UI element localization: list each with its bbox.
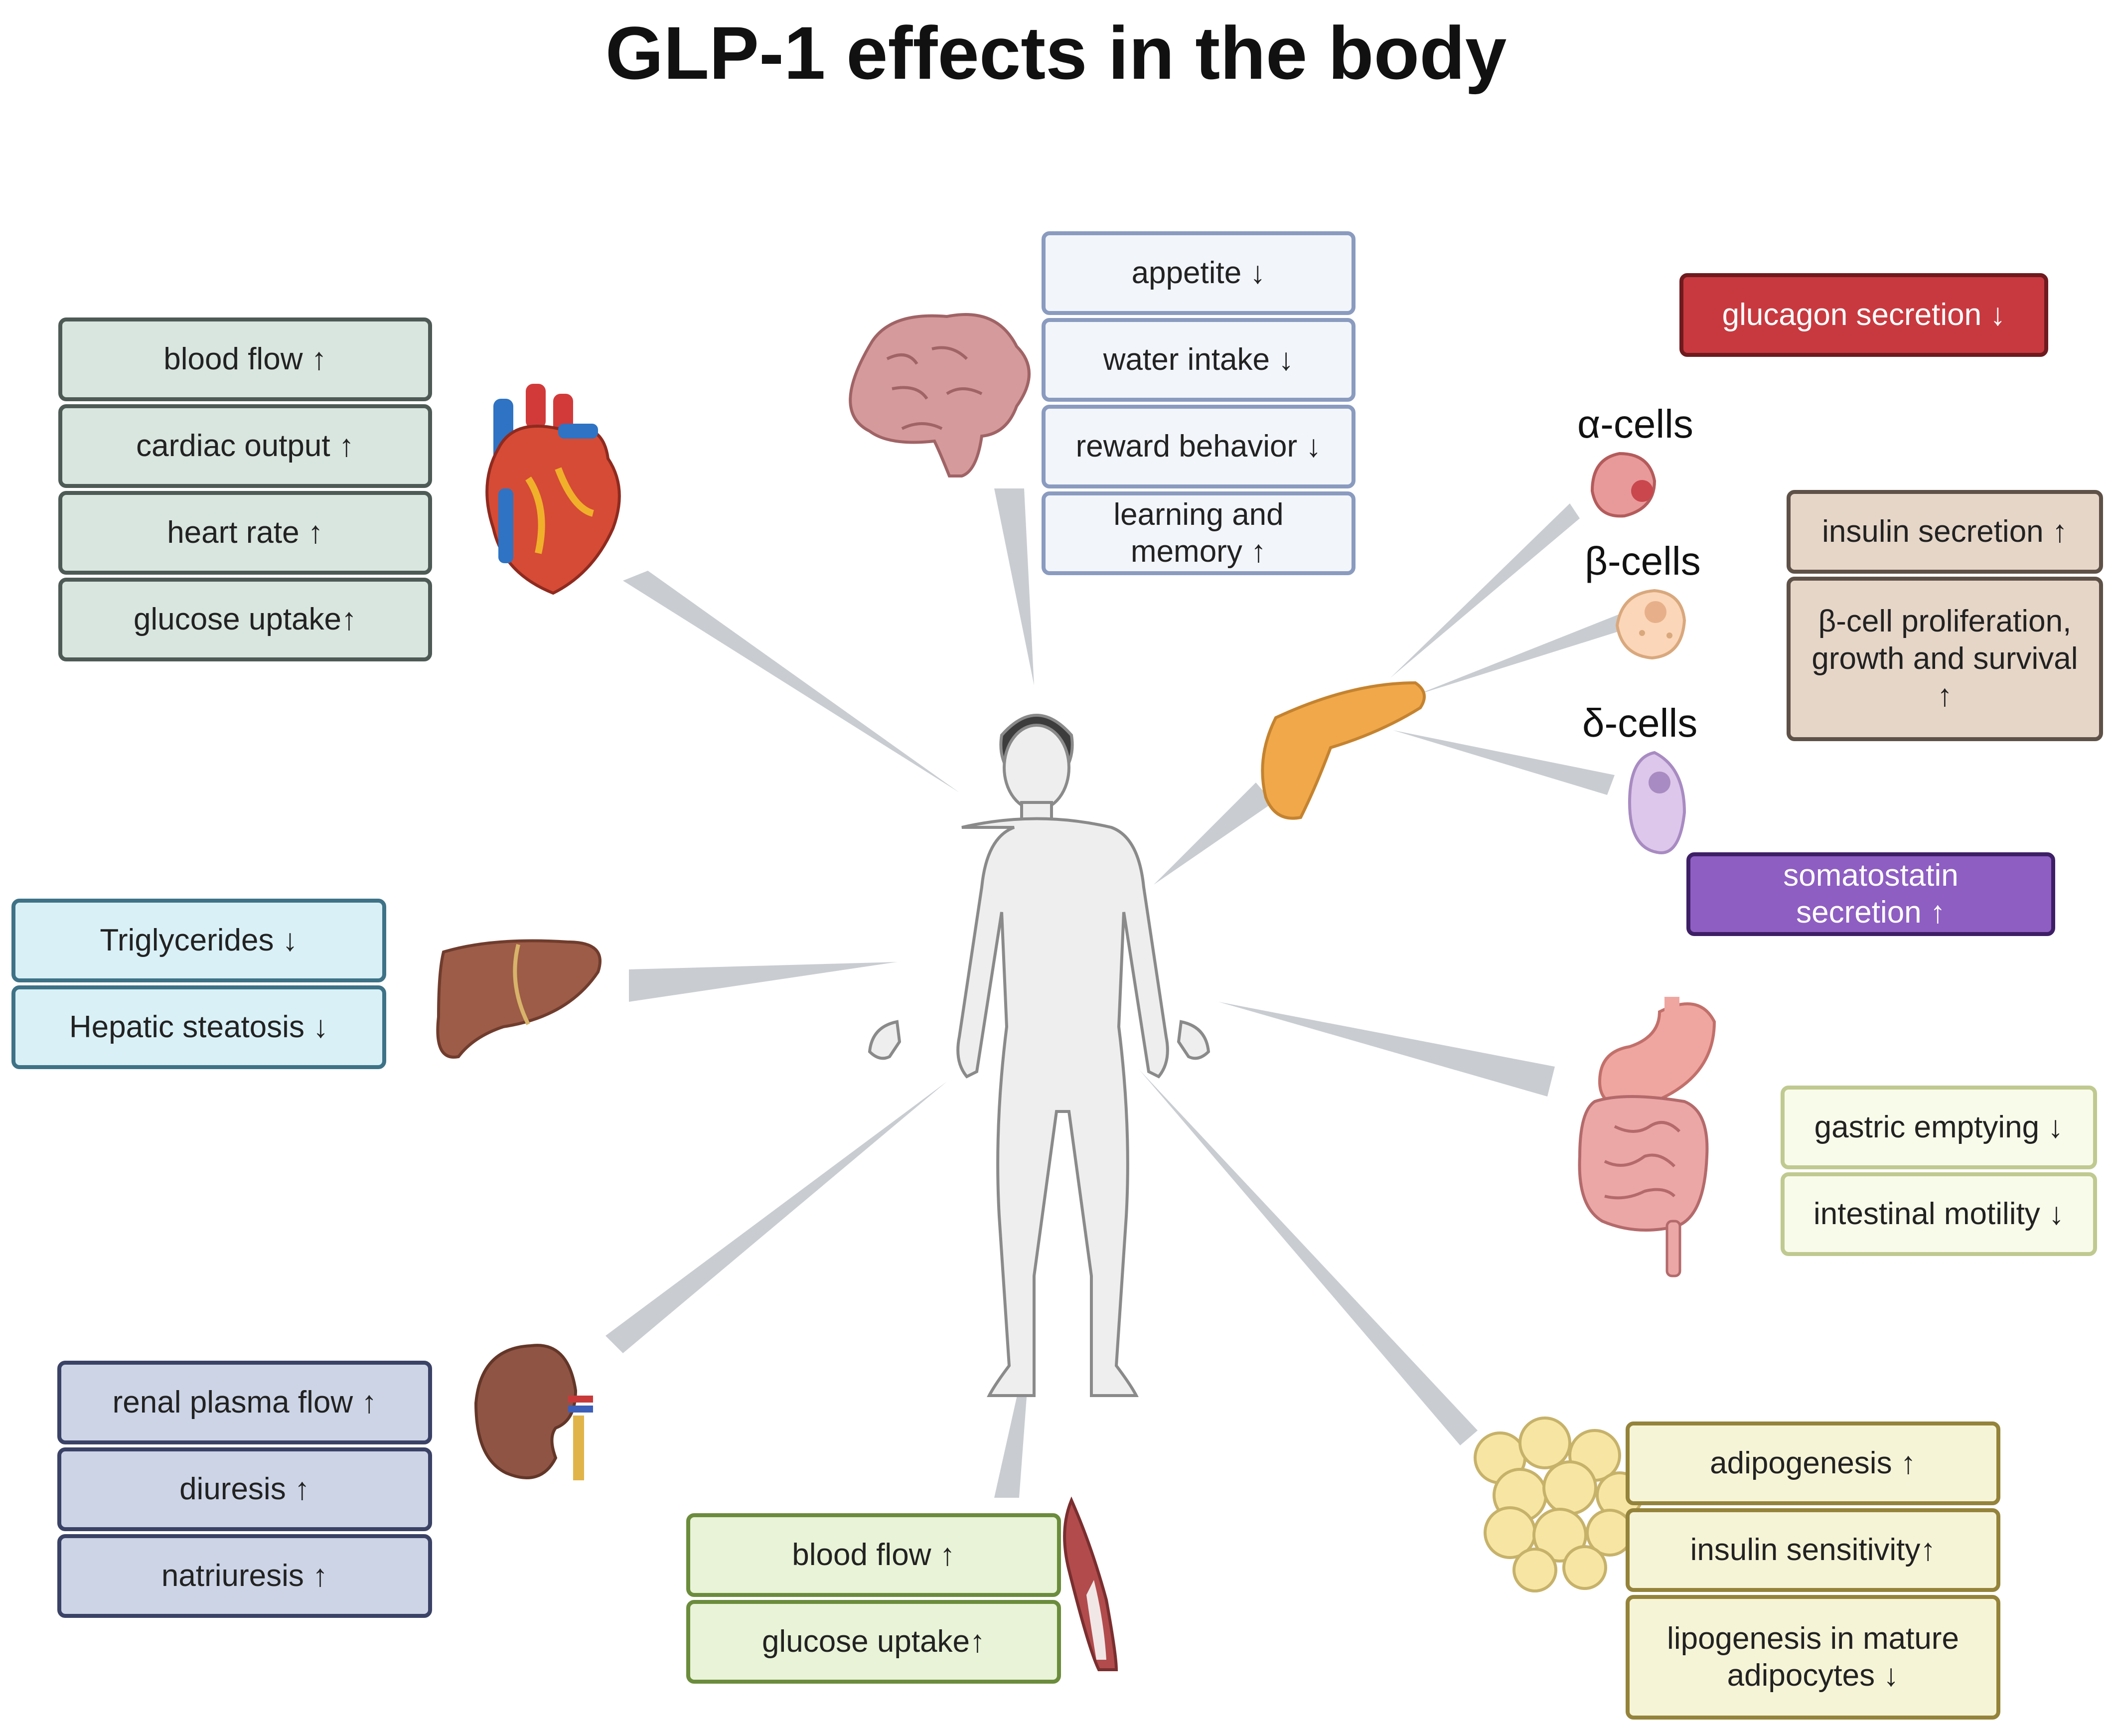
delta-cells-label: δ-cells xyxy=(1582,701,1698,745)
insulin-secretion-box: insulin secretion ↑ xyxy=(1787,490,2103,574)
brain-effect-appetite: appetite ↓ xyxy=(1042,231,1356,315)
beta-cells-label: β-cells xyxy=(1585,539,1701,583)
liver-effect-hepatic-steatosis: Hepatic steatosis ↓ xyxy=(11,985,386,1069)
delta-cell xyxy=(1628,751,1686,854)
heart-effect-glucose-uptake: glucose uptake↑ xyxy=(58,578,432,661)
gut-effect-gastric-emptying: gastric emptying ↓ xyxy=(1781,1086,2097,1169)
heart-effect-heart-rate: heart rate ↑ xyxy=(58,491,432,575)
wedge-fat xyxy=(1139,1069,1478,1445)
kidney-effect-natriuresis: natriuresis ↑ xyxy=(57,1534,432,1618)
muscle-effect-blood-flow: blood flow ↑ xyxy=(686,1513,1061,1597)
adipose-illustration xyxy=(1474,1417,1644,1592)
wedge-kidney xyxy=(605,1082,947,1353)
wedge-delta xyxy=(1393,730,1615,795)
adipose-effect-insulin-sensitivity: insulin sensitivity↑ xyxy=(1626,1508,2000,1592)
heart-illustration xyxy=(485,384,621,595)
kidney-effect-renal-plasma-flow: renal plasma flow ↑ xyxy=(57,1361,432,1444)
gut-illustration xyxy=(1578,997,1716,1277)
connector-wedges xyxy=(605,488,1630,1498)
somatostatin-secretion-box: somatostatin secretion ↑ xyxy=(1686,852,2055,936)
liver-effect-triglycerides: Triglycerides ↓ xyxy=(11,899,386,982)
glucagon-secretion-box: glucagon secretion ↓ xyxy=(1679,273,2048,357)
alpha-cells-label: α-cells xyxy=(1577,402,1693,446)
pancreas-illustration xyxy=(1261,681,1426,820)
wedge-liver xyxy=(629,962,897,1002)
alpha-cell xyxy=(1590,452,1657,518)
beta-cell xyxy=(1615,589,1686,660)
human-figure xyxy=(868,714,1210,1397)
human-head xyxy=(1003,724,1070,811)
diagram-title: GLP-1 effects in the body xyxy=(605,11,1507,95)
wedge-gut xyxy=(1218,1002,1555,1097)
wedge-brain xyxy=(994,488,1034,685)
heart-effect-cardiac-output: cardiac output ↑ xyxy=(58,404,432,488)
muscle-illustration xyxy=(1063,1496,1118,1671)
brain-effect-reward-behavior: reward behavior ↓ xyxy=(1042,405,1356,488)
human-hand-left xyxy=(868,1020,902,1060)
beta-cell-proliferation-box: β-cell proliferation, growth and surviva… xyxy=(1787,577,2103,741)
wedge-heart xyxy=(623,571,959,792)
brain-effect-water-intake: water intake ↓ xyxy=(1042,318,1356,402)
kidney-illustration xyxy=(474,1344,593,1480)
muscle-effect-glucose-uptake: glucose uptake↑ xyxy=(686,1600,1061,1684)
gut-effect-intestinal-motility: intestinal motility ↓ xyxy=(1781,1172,2097,1256)
human-hand-right xyxy=(1177,1020,1210,1060)
wedge-beta xyxy=(1415,613,1630,695)
wedge-alpha xyxy=(1390,503,1580,678)
kidney-effect-diuresis: diuresis ↑ xyxy=(57,1447,432,1531)
heart-effect-blood-flow: blood flow ↑ xyxy=(58,317,432,401)
brain-effect-learning-memory: learning and memory ↑ xyxy=(1042,491,1356,575)
human-body xyxy=(956,817,1169,1397)
liver-illustration xyxy=(436,939,602,1059)
adipose-effect-lipogenesis: lipogenesis in mature adipocytes ↓ xyxy=(1626,1595,2000,1720)
brain-illustration xyxy=(849,313,1031,477)
wedge-pancreas xyxy=(1154,783,1273,885)
adipose-effect-adipogenesis: adipogenesis ↑ xyxy=(1626,1421,2000,1505)
